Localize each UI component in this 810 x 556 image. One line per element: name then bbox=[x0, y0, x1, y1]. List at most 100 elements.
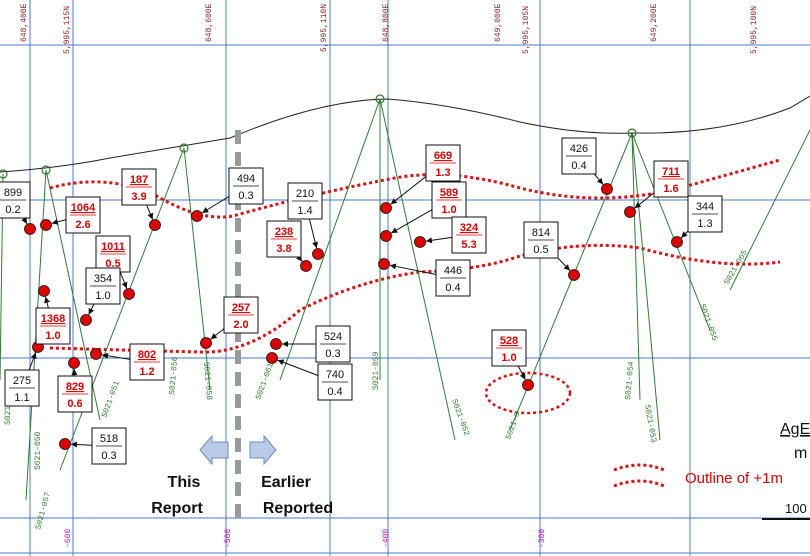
north-label: 5,995,110N bbox=[320, 4, 329, 52]
east-label: 648,600E bbox=[205, 3, 214, 42]
arrowhead-icon bbox=[21, 217, 27, 224]
arrowhead-icon bbox=[30, 352, 37, 360]
arrowhead-icon bbox=[71, 368, 78, 376]
intercept-point bbox=[200, 337, 212, 349]
intercept-point bbox=[24, 223, 36, 235]
interval-width: 1.2 bbox=[139, 366, 154, 378]
intercept-point bbox=[123, 288, 135, 300]
silver-grade: 829 bbox=[66, 381, 84, 393]
hole-label: S021-053 bbox=[642, 404, 658, 444]
interval-width: 1.0 bbox=[501, 352, 516, 364]
intercept-point bbox=[40, 219, 52, 231]
silver-grade: 187 bbox=[130, 174, 148, 186]
this-report-label: Report bbox=[151, 500, 203, 517]
east-label: 648,800E bbox=[382, 3, 391, 42]
arrowhead-icon bbox=[101, 352, 109, 359]
interval-width: 2.0 bbox=[233, 319, 248, 331]
silver-grade: 257 bbox=[232, 302, 250, 314]
earlier-reported-label: Reported bbox=[263, 500, 333, 517]
legend-outline-label: Outline of +1m bbox=[685, 470, 783, 487]
interval-width: 2.6 bbox=[75, 219, 90, 231]
silver-grade: 275 bbox=[13, 375, 31, 387]
hole-label: S021-050 bbox=[34, 431, 43, 470]
intercept-point bbox=[601, 183, 613, 195]
arrowhead-icon bbox=[202, 207, 209, 213]
interval-width: 3.8 bbox=[276, 243, 291, 255]
arrowhead-icon bbox=[390, 198, 398, 205]
callout-leader bbox=[389, 264, 437, 276]
interval-width: 5.3 bbox=[461, 239, 476, 251]
silver-grade: 740 bbox=[326, 369, 344, 381]
callout-leaders bbox=[21, 173, 689, 448]
interval-width: 0.3 bbox=[101, 450, 116, 462]
arrowhead-icon bbox=[121, 281, 128, 289]
intercept-point bbox=[90, 348, 102, 360]
interval-width: 0.6 bbox=[67, 398, 82, 410]
hole-label: S021-051 bbox=[100, 380, 122, 419]
interval-width: 0.3 bbox=[238, 190, 253, 202]
arrowhead-icon bbox=[277, 359, 285, 366]
silver-grade: 524 bbox=[324, 331, 342, 343]
hole-label: S021-057 bbox=[34, 491, 53, 531]
silver-grade: 711 bbox=[662, 166, 680, 178]
interval-width: 1.3 bbox=[435, 167, 450, 179]
arrowhead-icon bbox=[312, 241, 319, 249]
arrowhead-icon bbox=[681, 231, 688, 238]
north-label: 5,995,100N bbox=[750, 6, 759, 54]
intercept-point bbox=[624, 206, 636, 218]
interval-width: 0.5 bbox=[105, 258, 120, 270]
east-label: 649,200E bbox=[650, 3, 659, 42]
intercept-point bbox=[266, 352, 278, 364]
collars bbox=[0, 94, 637, 179]
intercept-point bbox=[38, 285, 50, 297]
intercept-point bbox=[522, 379, 534, 391]
interval-width: 1.6 bbox=[663, 183, 678, 195]
silver-grade: 238 bbox=[275, 226, 293, 238]
north-label: 5,995,115N bbox=[63, 6, 72, 54]
arrowhead-icon bbox=[51, 218, 59, 225]
callout-leader bbox=[390, 209, 433, 234]
arrowhead-icon bbox=[634, 202, 642, 209]
arrowhead-icon bbox=[70, 441, 78, 448]
silver-grade: 1368 bbox=[41, 313, 65, 325]
arrow-right-icon bbox=[249, 434, 277, 466]
hole-label: S021-065 bbox=[723, 249, 750, 287]
silver-grade: 899 bbox=[4, 187, 22, 199]
elevation-label: -600 bbox=[64, 529, 73, 548]
interval-width: 1.3 bbox=[697, 218, 712, 230]
hole-label: S021-056 bbox=[168, 356, 180, 395]
arrowhead-icon bbox=[88, 307, 95, 315]
intercept-point bbox=[191, 210, 203, 222]
silver-grade: 589 bbox=[440, 187, 458, 199]
interval-width: 1.0 bbox=[441, 204, 456, 216]
hole-label: S021-052 bbox=[449, 398, 471, 437]
annotation-text: This Report Earlier Reported bbox=[151, 474, 333, 517]
north-label: 5,995,105N bbox=[522, 6, 531, 54]
arrowhead-icon bbox=[389, 263, 397, 270]
hole-label: S021-054 bbox=[624, 361, 636, 400]
topography-line bbox=[0, 95, 810, 173]
east-label: 649,000E bbox=[494, 3, 503, 42]
intercept-point bbox=[414, 236, 426, 248]
arrowhead-icon bbox=[596, 177, 604, 185]
earlier-reported-label: Earlier bbox=[261, 474, 311, 491]
intercept-point bbox=[68, 357, 80, 369]
intercept-point bbox=[149, 219, 161, 231]
silver-grade: 446 bbox=[444, 265, 462, 277]
